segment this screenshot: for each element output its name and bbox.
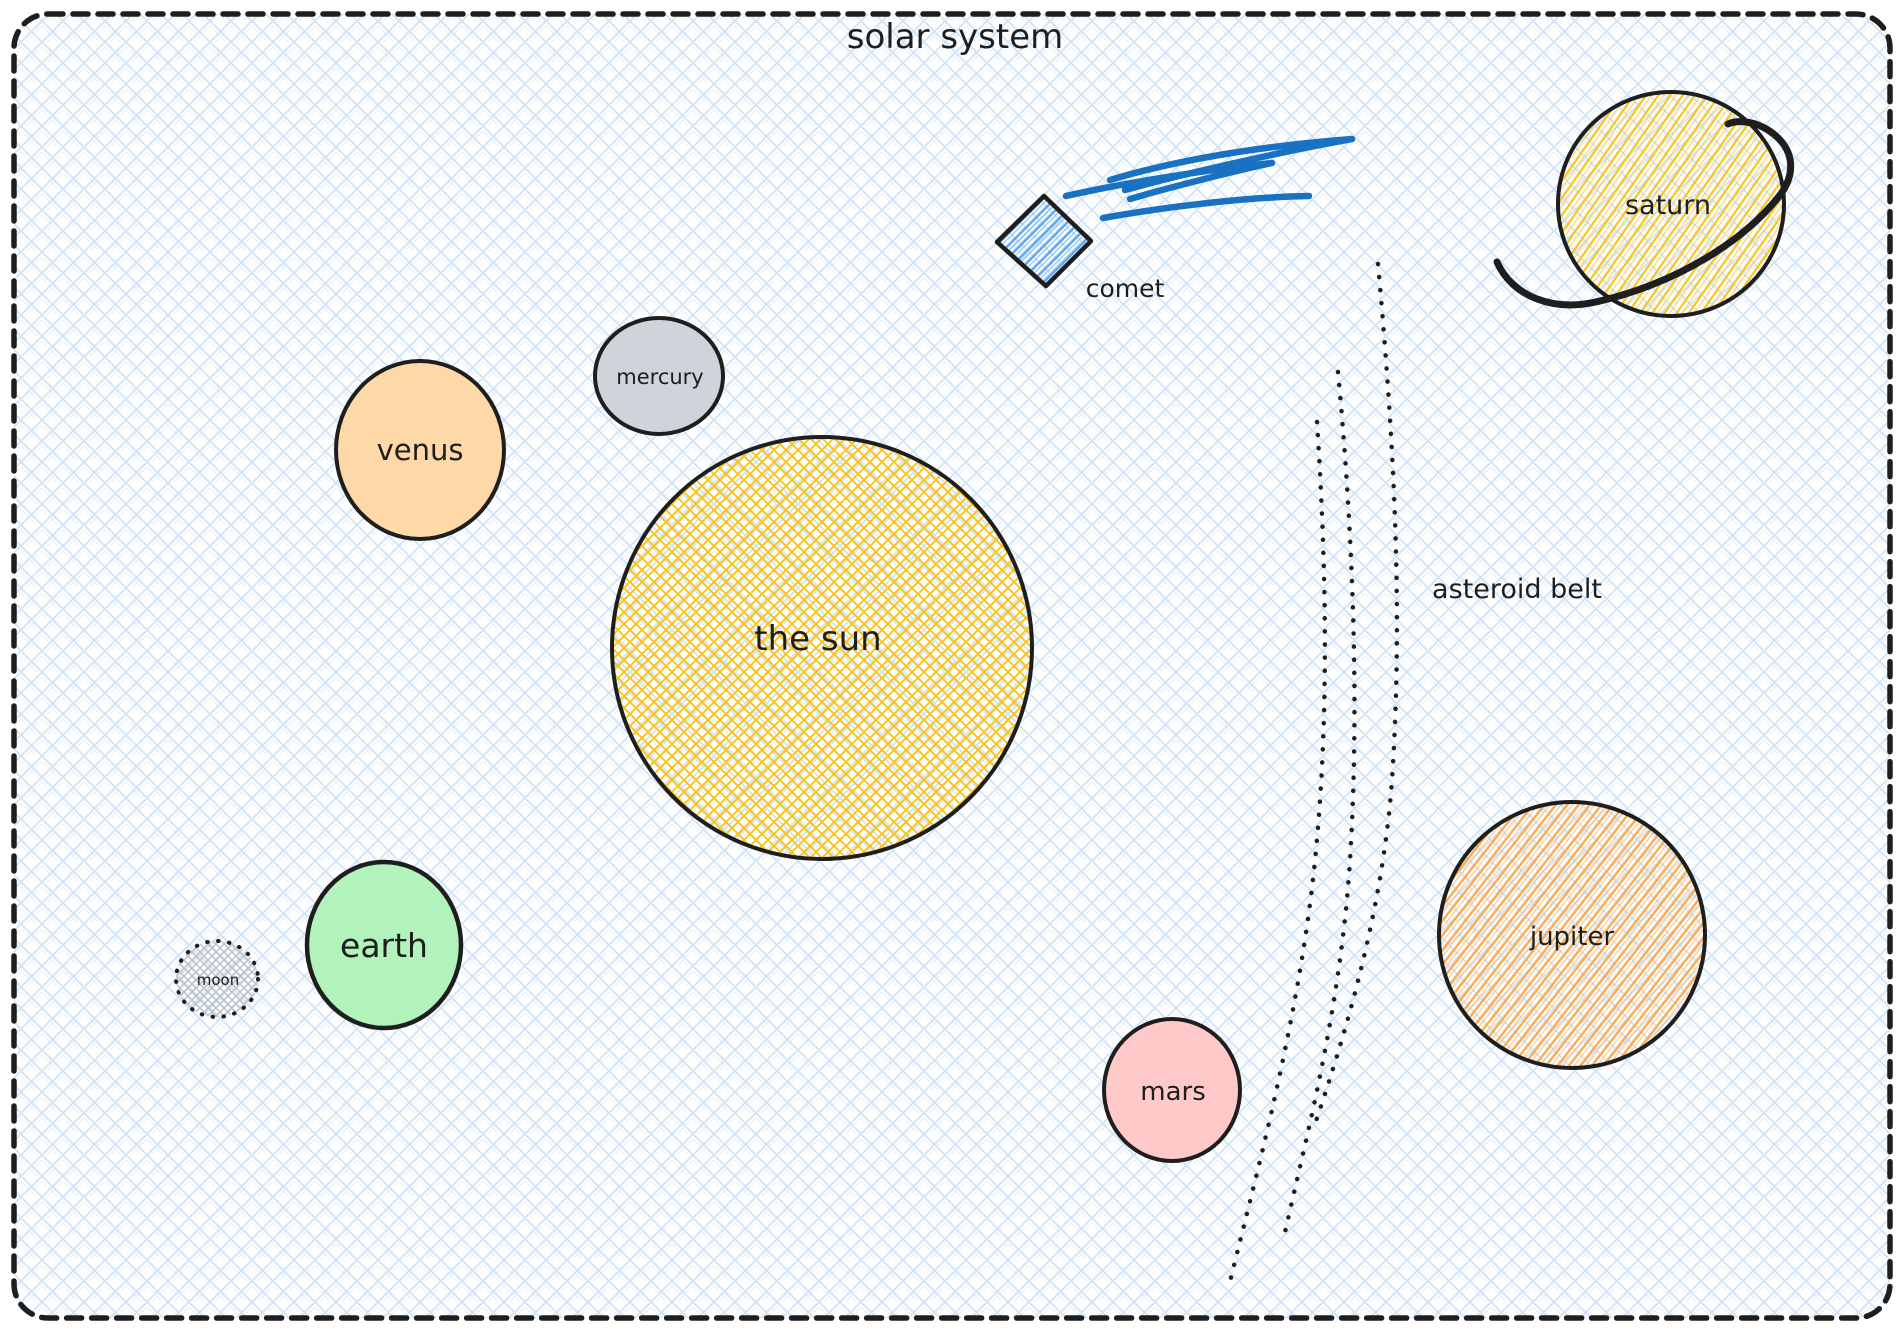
- saturn-ring[interactable]: [1493, 118, 1795, 309]
- comet-tail-stroke-3[interactable]: [1099, 192, 1313, 222]
- comet[interactable]: comet: [994, 135, 1356, 303]
- comet-tail-stroke-2[interactable]: [1062, 159, 1276, 203]
- mercury-label: mercury: [616, 365, 703, 389]
- saturn-label: saturn: [1625, 190, 1711, 221]
- mars-shape[interactable]: [1102, 1017, 1242, 1163]
- sun-shape[interactable]: [610, 435, 1034, 861]
- moon-label: moon: [197, 971, 239, 989]
- jupiter-shape[interactable]: [1437, 800, 1707, 1070]
- mercury-shape[interactable]: [593, 316, 725, 436]
- planet-venus[interactable]: venus: [334, 359, 506, 541]
- planet-mercury[interactable]: mercury: [593, 316, 725, 436]
- earth-label: earth: [340, 926, 428, 965]
- saturn-shape[interactable]: [1556, 90, 1786, 318]
- sun-label: the sun: [754, 619, 881, 659]
- earth-shape[interactable]: [304, 859, 464, 1031]
- planet-jupiter[interactable]: jupiter: [1437, 800, 1707, 1070]
- asteroid-belt-line-3[interactable]: [1225, 419, 1328, 1293]
- comet-label: comet: [1086, 274, 1165, 303]
- planet-sun[interactable]: the sun: [610, 435, 1034, 861]
- asteroid-belt-line-1[interactable]: [1310, 261, 1400, 1133]
- comet-nucleus[interactable]: [994, 193, 1094, 289]
- asteroid-belt-line-2[interactable]: [1280, 369, 1357, 1245]
- asteroid-belt-label: asteroid belt: [1432, 574, 1602, 605]
- planet-saturn[interactable]: saturn: [1493, 90, 1795, 318]
- moon[interactable]: moon: [174, 939, 260, 1019]
- moon-shape[interactable]: [174, 939, 260, 1019]
- asteroid-belt[interactable]: asteroid belt: [1225, 261, 1602, 1293]
- planet-mars[interactable]: mars: [1102, 1017, 1242, 1163]
- planet-earth[interactable]: earth: [304, 859, 464, 1031]
- venus-shape[interactable]: [334, 359, 506, 541]
- diagram-title: solar system: [847, 17, 1064, 57]
- mars-label: mars: [1140, 1077, 1206, 1107]
- venus-label: venus: [377, 433, 464, 467]
- jupiter-label: jupiter: [1529, 922, 1615, 952]
